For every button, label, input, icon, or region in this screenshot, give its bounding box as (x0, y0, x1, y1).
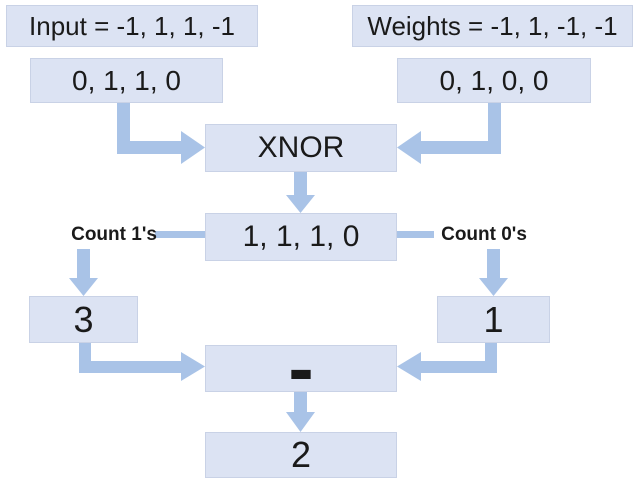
weights-binary-box: 0, 1, 0, 0 (397, 58, 591, 103)
arrow-weights-binary-to-xnor (397, 103, 501, 164)
count-ones-value: 3 (73, 298, 94, 340)
input-binary-label: 0, 1, 1, 0 (72, 64, 181, 96)
line-result-to-count-ones (155, 231, 205, 238)
xnor-operation-box: XNOR (205, 124, 397, 172)
arrow-count-zeros-to-subtract (397, 343, 497, 381)
arrow-input-binary-to-xnor (117, 103, 205, 164)
input-vector-label: Input = -1, 1, 1, -1 (29, 10, 235, 41)
xnor-operation-label: XNOR (257, 131, 345, 164)
count-zeros-value-box: 1 (437, 296, 550, 343)
count-ones-value-box: 3 (29, 296, 138, 343)
weights-binary-label: 0, 1, 0, 0 (439, 64, 549, 96)
weights-vector-box: Weights = -1, 1, -1, -1 (352, 5, 633, 47)
final-result-box: 2 (205, 432, 397, 478)
arrow-count-zeros-to-value (479, 249, 508, 296)
input-vector-box: Input = -1, 1, 1, -1 (6, 5, 258, 47)
final-result-value: 2 (290, 434, 312, 475)
count-zeros-annotation: Count 0's (433, 224, 535, 246)
arrow-xnor-to-result (286, 172, 315, 213)
count-ones-annotation: Count 1's (71, 224, 157, 246)
count-zeros-value: 1 (483, 298, 504, 340)
weights-vector-label: Weights = -1, 1, -1, -1 (367, 10, 618, 41)
input-binary-box: 0, 1, 1, 0 (30, 58, 223, 103)
xnor-result-box: 1, 1, 1, 0 (205, 213, 397, 261)
arrow-count-ones-to-value (69, 249, 98, 296)
xnor-result-label: 1, 1, 1, 0 (242, 220, 360, 253)
subtract-operation-box: - (205, 330, 397, 406)
count-zeros-annotation-text: Count 0's (441, 224, 527, 245)
count-ones-annotation-text: Count 1's (71, 224, 157, 245)
line-result-to-count-zeros (397, 231, 434, 238)
arrow-count-ones-to-subtract (79, 343, 205, 381)
arrow-subtract-to-final (286, 392, 315, 432)
